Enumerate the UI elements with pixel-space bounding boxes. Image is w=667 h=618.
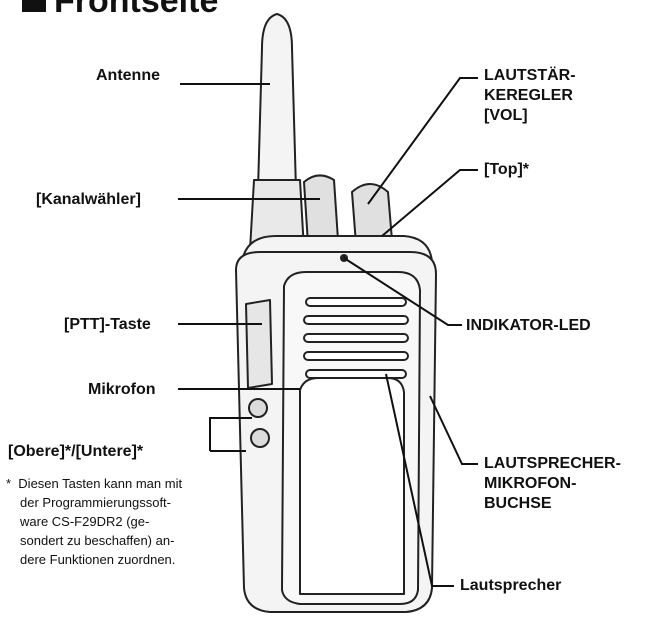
footnote: * Diesen Tasten kann man mit der Program…: [6, 474, 246, 569]
volume-knob-shape: [351, 183, 393, 245]
leader-obere-bracket: [209, 417, 252, 451]
leader-lautstaerke: [367, 77, 478, 205]
lower-panel-shape: [299, 377, 405, 595]
label-lautstaerke-line: KEREGLER: [484, 87, 573, 104]
label-lautsprecher: Lautsprecher: [460, 577, 562, 594]
page-title-text: Frontseite: [54, 0, 219, 20]
channel-knob-shape: [303, 174, 339, 245]
grille-slot: [303, 351, 409, 361]
footnote-line: dere Funktionen zuordnen.: [20, 552, 176, 567]
label-lsm-line: BUCHSE: [484, 495, 552, 512]
upper-button-shape: [248, 398, 268, 418]
label-lsm-line: MIKROFON-: [484, 475, 577, 492]
grille-slot: [303, 333, 409, 343]
leader-lautsprecher-mikrofon: [429, 395, 478, 465]
label-indikator: INDIKATOR-LED: [466, 317, 591, 334]
label-lautsprecher-mikrofon: LAUTSPRECHER- MIKROFON- BUCHSE: [484, 454, 621, 514]
label-mikrofon: Mikrofon: [88, 381, 156, 398]
grille-slot: [303, 315, 409, 325]
leader-indikator: [343, 257, 462, 326]
label-lsm-line: LAUTSPRECHER-: [484, 455, 621, 472]
page-title: Frontseite: [22, 0, 218, 21]
leader-top: [381, 169, 478, 237]
label-ptt: [PTT]-Taste: [64, 316, 151, 333]
leader-lautsprecher: [385, 373, 454, 587]
footnote-line: der Programmierungssoft-: [20, 495, 171, 510]
label-kanalwaehler: [Kanalwähler]: [36, 191, 141, 208]
label-top: [Top]*: [484, 161, 530, 178]
antenna-shape: [257, 13, 297, 191]
footnote-marker: *: [6, 476, 12, 491]
footnote-line: ware CS-F29DR2 (ge-: [20, 514, 150, 529]
ptt-side-shape: [245, 299, 273, 389]
label-lautstaerke: LAUTSTÄR- KEREGLER [VOL]: [484, 66, 576, 126]
lower-button-shape: [250, 428, 270, 448]
grille-slot: [305, 297, 407, 307]
footnote-line: Diesen Tasten kann man mit: [18, 476, 183, 491]
footnote-first-line: * Diesen Tasten kann man mit: [6, 474, 246, 493]
label-lautstaerke-line: LAUTSTÄR-: [484, 67, 576, 84]
footnote-line: sondert zu beschaffen) an-: [20, 533, 175, 548]
label-antenne: Antenne: [96, 67, 160, 84]
label-lautstaerke-line: [VOL]: [484, 107, 528, 124]
label-obere-untere: [Obere]*/[Untere]*: [8, 443, 144, 460]
grille-slot: [305, 369, 407, 379]
square-bullet-icon: [22, 0, 46, 12]
